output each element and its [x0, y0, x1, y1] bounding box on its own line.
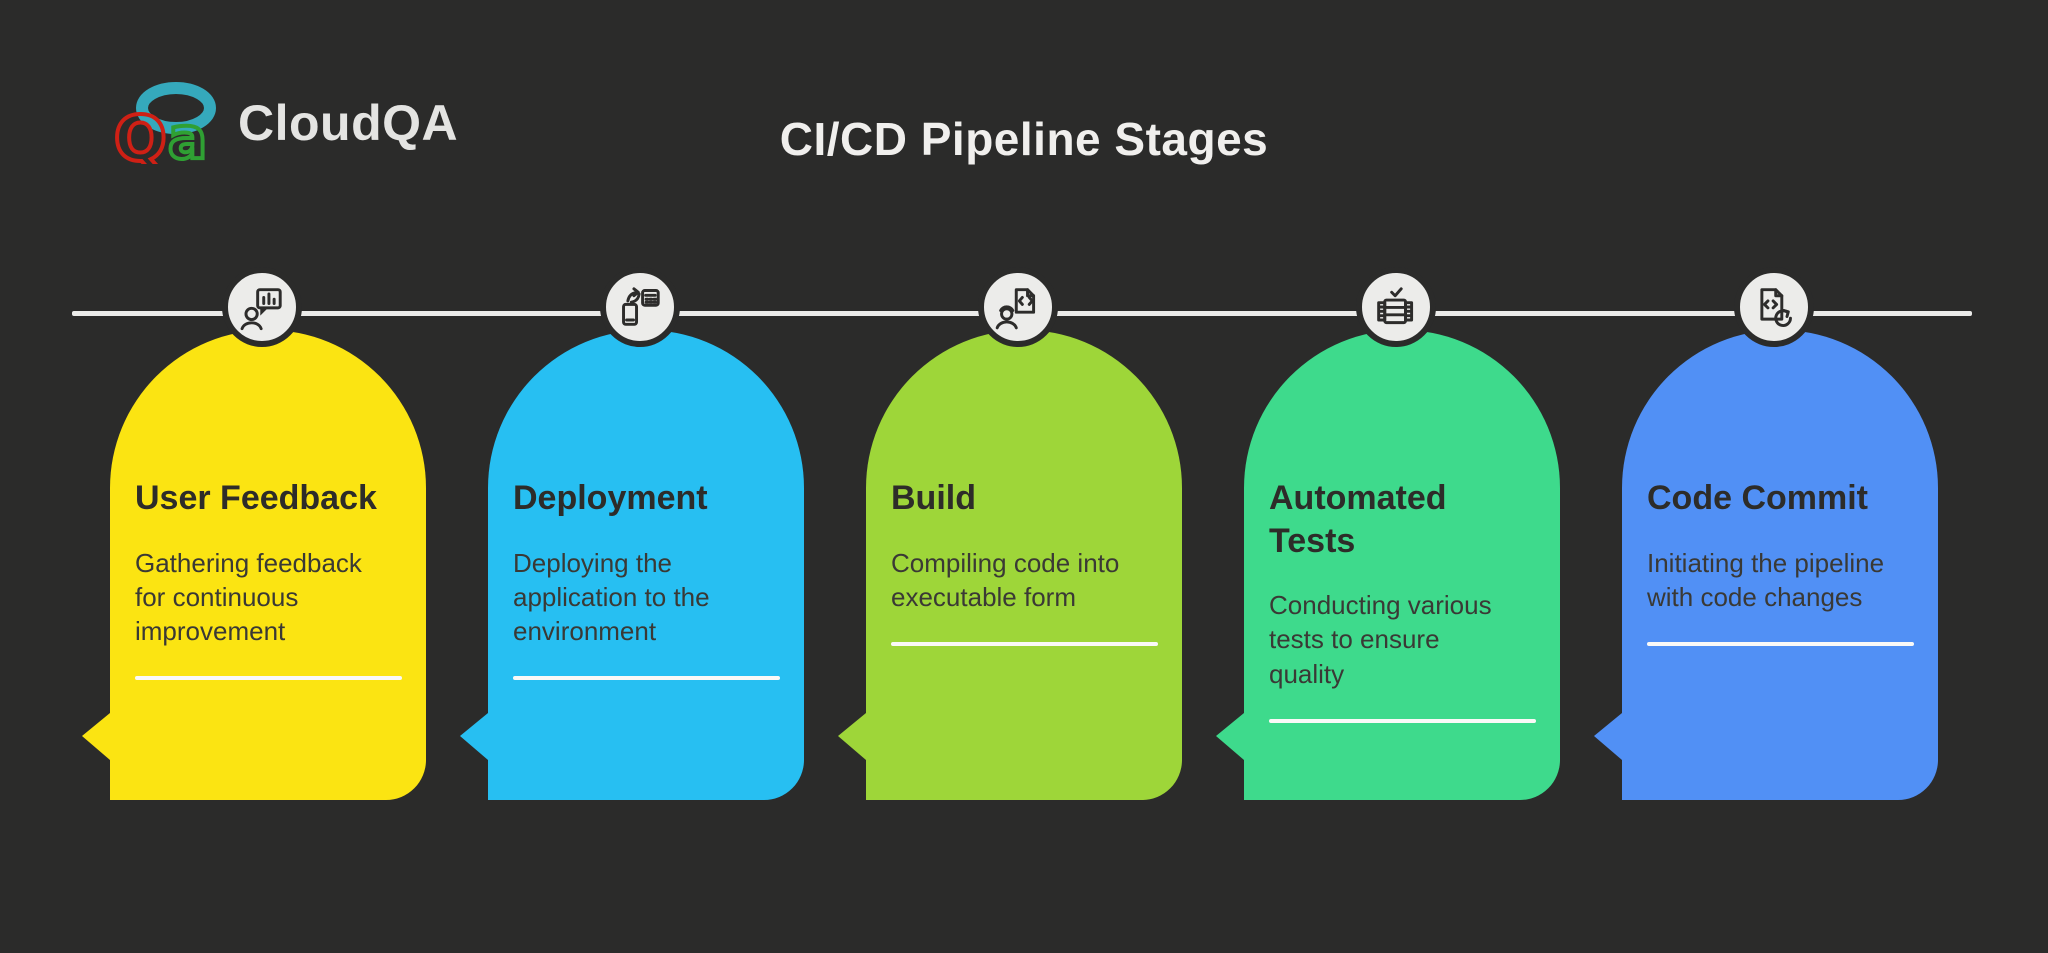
stage-deployment: Deployment Deploying the application to … [460, 267, 804, 800]
cloudqa-logo-glyph-icon: Q a [112, 82, 216, 164]
card-underline [1269, 718, 1536, 723]
svg-text:Q: Q [114, 102, 167, 164]
stage-code-commit: Code Commit Initiating the pipeline with… [1594, 267, 1938, 800]
stage-title: Automated Tests [1269, 479, 1447, 560]
stage-card: Deployment Deploying the application to … [460, 330, 804, 800]
cloudqa-logo: Q a CloudQA [112, 82, 458, 164]
user-feedback-presentation-icon [240, 288, 282, 331]
card-tail [838, 713, 866, 760]
stage-icon-circle [1356, 267, 1436, 347]
stage-description: Initiating the pipeline with code change… [1647, 547, 1885, 612]
stage-description: Deploying the application to the environ… [513, 547, 710, 647]
stage-card: User Feedback Gathering feedback for con… [82, 330, 426, 800]
pipeline-stages: User Feedback Gathering feedback for con… [82, 267, 1938, 800]
stage-build: Build Compiling code into executable for… [838, 267, 1182, 800]
svg-text:a: a [168, 104, 207, 164]
card-underline [1647, 642, 1914, 647]
card-tail [1216, 713, 1244, 760]
engineer-code-document-icon [995, 288, 1036, 330]
code-file-refresh-icon [1760, 288, 1792, 327]
page-title: CI/CD Pipeline Stages [779, 113, 1269, 165]
device-transfer-icon [622, 287, 660, 326]
stage-icon-circle [222, 267, 302, 347]
cloudqa-logo-text: CloudQA [238, 95, 459, 151]
test-machine-check-icon [1377, 287, 1414, 325]
stage-title: Code Commit [1647, 479, 1868, 517]
stage-description: Compiling code into executable form [891, 547, 1120, 612]
stage-title: Build [891, 479, 976, 517]
stage-title: Deployment [513, 479, 708, 517]
stage-icon-circle [978, 267, 1058, 347]
card-tail [1594, 713, 1622, 760]
stage-description: Gathering feedback for continuous improv… [135, 547, 362, 647]
stage-icon-circle [1734, 267, 1814, 347]
stage-automated-tests: Automated Tests Conducting various tests… [1216, 267, 1560, 800]
card-underline [135, 676, 402, 681]
stage-card: Automated Tests Conducting various tests… [1216, 330, 1560, 800]
stage-icon-circle [600, 267, 680, 347]
card-underline [513, 676, 780, 681]
stage-card: Code Commit Initiating the pipeline with… [1594, 330, 1938, 800]
stage-card: Build Compiling code into executable for… [838, 330, 1182, 800]
stage-description: Conducting various tests to ensure quali… [1269, 590, 1492, 689]
card-tail [82, 713, 110, 760]
card-tail [460, 713, 488, 760]
stage-user-feedback: User Feedback Gathering feedback for con… [82, 267, 426, 800]
card-underline [891, 642, 1158, 647]
stage-title: User Feedback [135, 479, 377, 517]
